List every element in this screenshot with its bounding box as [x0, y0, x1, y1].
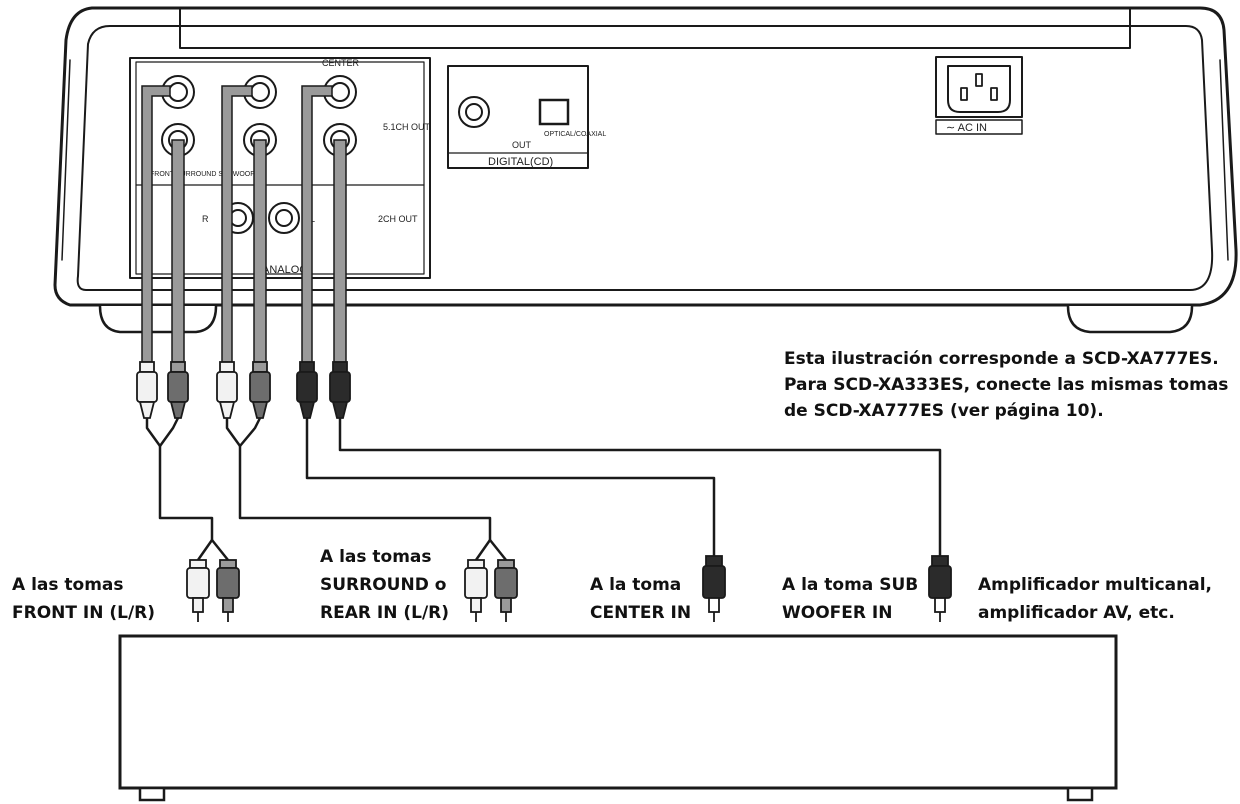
optical-coaxial-switch: [538, 98, 570, 126]
cable-wiring: [145, 417, 942, 561]
analog-label: ANALOG: [262, 264, 308, 276]
jack-center: [323, 75, 357, 109]
plug-front-l: [136, 361, 158, 419]
plug-front-r: [167, 361, 189, 419]
digital-block-label: DIGITAL(CD): [488, 156, 553, 168]
panel-cables: [141, 85, 347, 363]
label-sub-line1: A la toma SUB: [782, 575, 918, 595]
plug-center: [296, 361, 318, 419]
model-note-line3: de SCD-XA777ES (ver página 10).: [784, 401, 1104, 421]
optical-coaxial-label: OPTICAL/COAXIAL: [544, 131, 606, 138]
rca-plugs-bottom: [186, 555, 952, 622]
2ch-out-label: 2CH OUT: [378, 214, 418, 224]
plug-surround-in-r: [494, 559, 518, 622]
plug-subwoofer-in: [928, 555, 952, 622]
label-amp-line2: amplificador AV, etc.: [978, 603, 1175, 623]
digital-out-label: OUT: [512, 140, 532, 150]
plug-surround-in-l: [464, 559, 488, 622]
plug-surround-r: [249, 361, 271, 419]
label-center-line2: CENTER IN: [590, 603, 691, 623]
plug-front-in-r: [216, 559, 240, 622]
label-surround-line1: A las tomas: [320, 547, 432, 567]
jack-2ch-l: [268, 202, 300, 234]
label-amp-line1: Amplificador multicanal,: [978, 575, 1212, 595]
model-note-line2: Para SCD-XA333ES, conecte las mismas tom…: [784, 375, 1229, 395]
ac-in-label: ∼ AC IN: [946, 122, 987, 134]
label-surround-line3: REAR IN (L/R): [320, 603, 449, 623]
label-surround-line2: SURROUND o: [320, 575, 446, 595]
label-front-line1: A las tomas: [12, 575, 124, 595]
rca-plugs-top: [136, 361, 351, 419]
5ch-out-label: 5.1CH OUT: [383, 122, 431, 132]
center-jack-label: CENTER: [322, 58, 360, 68]
model-note: Esta ilustración corresponde a SCD-XA777…: [784, 346, 1234, 424]
label-sub-line2: WOOFER IN: [782, 603, 892, 623]
plug-surround-l: [216, 361, 238, 419]
jack-digital-out: [458, 96, 490, 128]
plug-subwoofer: [329, 361, 351, 419]
2ch-r-label: R: [202, 214, 209, 224]
label-front-line2: FRONT IN (L/R): [12, 603, 155, 623]
amplifier-box: [118, 634, 1118, 802]
label-center-line1: A la toma: [590, 575, 681, 595]
model-note-line1: Esta ilustración corresponde a SCD-XA777…: [784, 349, 1219, 369]
plug-front-in-l: [186, 559, 210, 622]
plug-center-in: [702, 555, 726, 622]
jack-group-label: FRONT SURROUND SUBWOOFER: [150, 171, 264, 178]
